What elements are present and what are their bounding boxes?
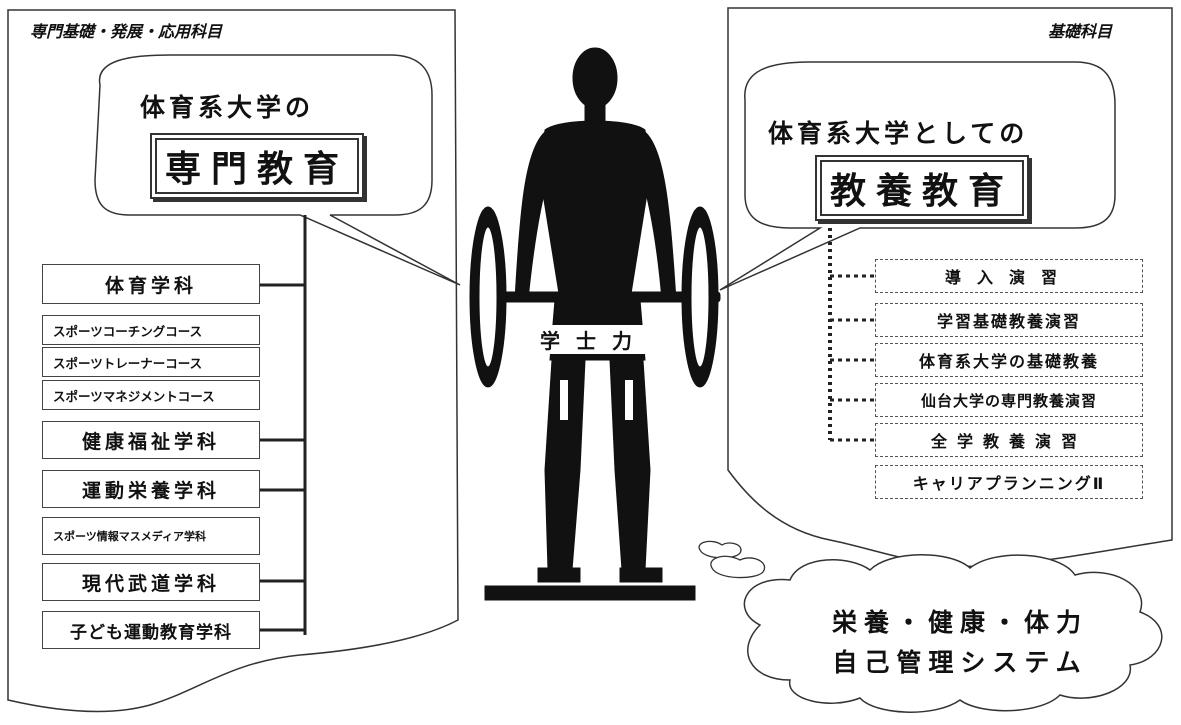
cloud-shape [743,554,1163,713]
right-panel-title: 基礎科目 [1048,22,1113,41]
bachelor-ability-label: 学士力 [540,325,648,354]
subject-all-school-seminar: 全学教養演習 [875,423,1143,457]
subject-sendai-seminar: 仙台大学の専門教養演習 [875,383,1143,417]
course-sports-media: スポーツ情報マスメディア学科 [42,517,260,555]
course-sports-coaching: スポーツコーチングコース [42,315,260,345]
weightlifter-figure [469,47,721,601]
left-bubble-title: 体育系大学の [140,93,315,122]
subject-study-basics: 学習基礎教養演習 [875,303,1143,337]
left-panel-title: 専門基礎・発展・応用科目 [30,22,223,41]
course-taiiku: 体育学科 [42,264,260,304]
left-panel-outline [7,9,459,713]
cloud-puff-1 [698,540,742,559]
course-kenko-fukushi: 健康福祉学科 [42,421,260,459]
cloud-text-line1: 栄養・健康・体力 [831,608,1088,637]
subject-career-planning: キャリアプランニングⅡ [875,465,1143,499]
liberal-education-box: 教養教育 [815,155,1029,221]
cloud-puff-2 [710,555,766,579]
specialized-education-box: 専門教育 [150,133,364,199]
course-sports-management: スポーツマネジメントコース [42,380,260,410]
course-undo-eiyo: 運動栄養学科 [42,470,260,508]
course-sports-trainer: スポーツトレーナーコース [42,347,260,377]
course-gendai-budo: 現代武道学科 [42,563,260,601]
cloud-text-line2: 自己管理システム [832,648,1088,677]
subject-basic-liberal-arts: 体育系大学の基礎教養 [875,343,1143,377]
course-kodomo-undo: 子ども運動教育学科 [42,611,260,649]
subject-intro-seminar: 導入演習 [875,259,1143,293]
right-bubble-title: 体育系大学としての [768,119,1029,148]
